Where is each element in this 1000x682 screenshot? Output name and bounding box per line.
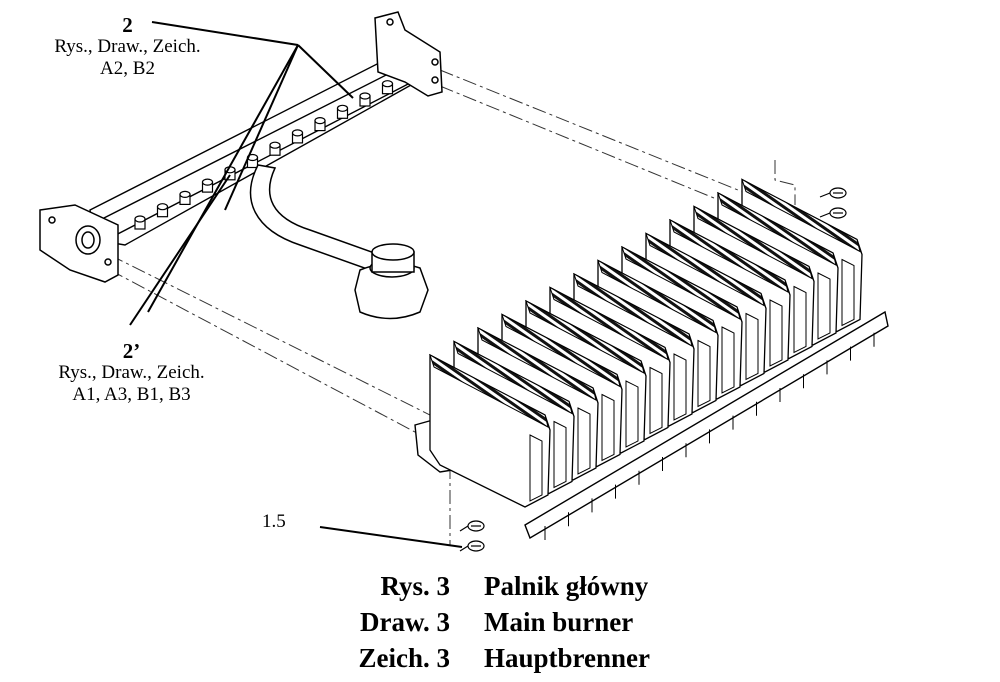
injector-nozzle [336,104,349,119]
injector-nozzles [134,80,394,230]
caption-pl-title: Palnik główny [484,570,649,601]
caption-row-pl: Rys. 3 Palnik główny [300,568,720,604]
right-bracket [374,11,443,97]
burner-blades [429,178,863,508]
injector-nozzle [291,129,304,144]
leader-lines [129,21,463,548]
callout-2-line2: A2, B2 [100,58,155,79]
callout-2-prime: 2’ Rys., Draw., Zeich. A1, A3, B1, B3 [24,340,239,406]
caption-row-en: Draw. 3 Main burner [300,604,720,640]
callout-2-prime-line1: Rys., Draw., Zeich. [58,362,205,383]
callout-1-5: 1.5 [262,511,286,532]
callout-2-line1: Rys., Draw., Zeich. [54,36,201,57]
left-bracket [39,204,119,283]
injector-nozzle [314,117,326,132]
base-plate-holes [544,332,875,540]
caption-en-label: Draw. 3 [360,606,450,637]
callout-2: 2 Rys., Draw., Zeich. A2, B2 [20,14,235,80]
callout-2-prime-line2: A1, A3, B1, B3 [72,384,191,405]
screws [459,187,847,552]
injector-nozzle [269,141,281,156]
injector-nozzle [134,215,146,230]
callout-2-number: 2 [122,13,133,37]
injector-nozzle [201,178,214,193]
caption-en-title: Main burner [484,606,634,637]
caption-de-title: Hauptbrenner [484,642,651,673]
injector-nozzle [381,80,394,95]
caption-pl-label: Rys. 3 [380,570,450,601]
callout-2-prime-number: 2’ [122,339,141,363]
caption-row-de: Zeich. 3 Hauptbrenner [300,640,720,676]
injector-nozzle [179,190,191,205]
caption-de-label: Zeich. 3 [358,642,451,673]
figure-caption: Rys. 3 Palnik główny Draw. 3 Main burner… [300,568,720,676]
burner-blade [429,353,551,508]
injector-nozzle [156,203,169,218]
gas-inlet-pipe [249,164,429,320]
injector-nozzle [359,92,371,107]
